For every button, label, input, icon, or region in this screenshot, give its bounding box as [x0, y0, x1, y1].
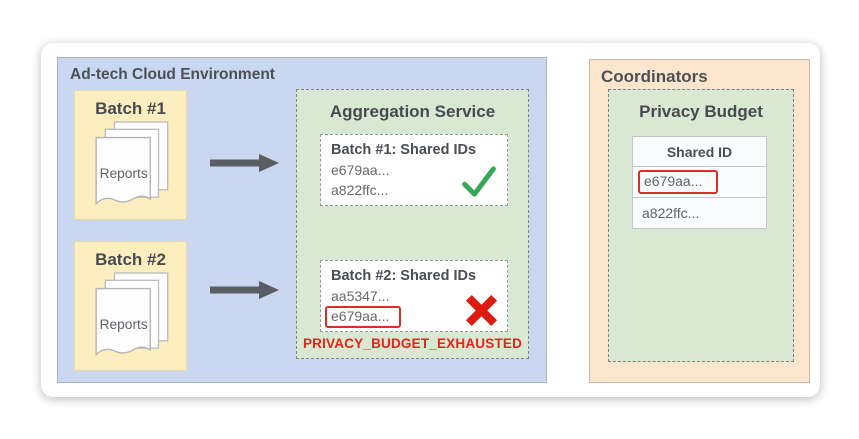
success-check-icon — [462, 166, 496, 197]
reports-stack-icon: Reports — [95, 121, 169, 206]
shared-id-value-flagged: e679aa... — [325, 306, 497, 328]
coordinators-box: Coordinators Privacy Budget Shared ID e6… — [589, 59, 810, 383]
batch-2-box: Batch #2 Reports — [74, 241, 187, 371]
diagram-card: Ad-tech Cloud Environment Batch #1 Repor… — [41, 43, 820, 397]
aggregation-service-box: Aggregation Service Batch #1: Shared IDs… — [296, 89, 529, 359]
batch-1-result-box: Batch #1: Shared IDs e679aa... a822ffc..… — [320, 134, 508, 206]
batch-2-label: Batch #2 — [95, 250, 166, 269]
flow-arrow-batch1-icon — [210, 154, 279, 172]
batch-1-result-title: Batch #1: Shared IDs — [331, 142, 477, 158]
reports-label: Reports — [100, 166, 148, 181]
shared-id-table-header: Shared ID — [632, 136, 767, 167]
adtech-cloud-environment-box: Ad-tech Cloud Environment Batch #1 Repor… — [57, 57, 547, 383]
flagged-id-outline: e679aa... — [325, 306, 402, 328]
batch-2-result-box: Batch #2: Shared IDs aa5347... e679aa... — [320, 260, 508, 332]
flow-arrow-batch2-icon — [210, 281, 279, 299]
shared-id-value: aa5347... — [331, 288, 390, 304]
batch-2-result-title: Batch #2: Shared IDs — [331, 268, 477, 284]
error-x-icon — [465, 294, 498, 327]
shared-id-table: Shared ID e679aa... a822ffc... — [632, 136, 767, 229]
shared-id-value: e679aa... — [331, 162, 390, 178]
table-row: a822ffc... — [632, 197, 767, 229]
batch-1-label: Batch #1 — [95, 99, 166, 118]
aggregation-service-title: Aggregation Service — [329, 102, 496, 121]
shared-id-value: a822ffc... — [331, 182, 389, 198]
reports-stack-icon: Reports — [95, 272, 169, 357]
privacy-budget-title: Privacy Budget — [639, 102, 763, 121]
privacy-budget-box: Privacy Budget Shared ID e679aa... a822f… — [608, 89, 794, 362]
reports-label: Reports — [100, 317, 148, 332]
flagged-id-outline: e679aa... — [638, 170, 719, 194]
coordinators-title: Coordinators — [601, 67, 708, 86]
batch-1-box: Batch #1 Reports — [74, 90, 187, 220]
adtech-title: Ad-tech Cloud Environment — [70, 66, 275, 83]
table-row-flagged: e679aa... — [632, 166, 767, 198]
privacy-budget-exhausted-label: PRIVACY_BUDGET_EXHAUSTED — [302, 336, 523, 351]
